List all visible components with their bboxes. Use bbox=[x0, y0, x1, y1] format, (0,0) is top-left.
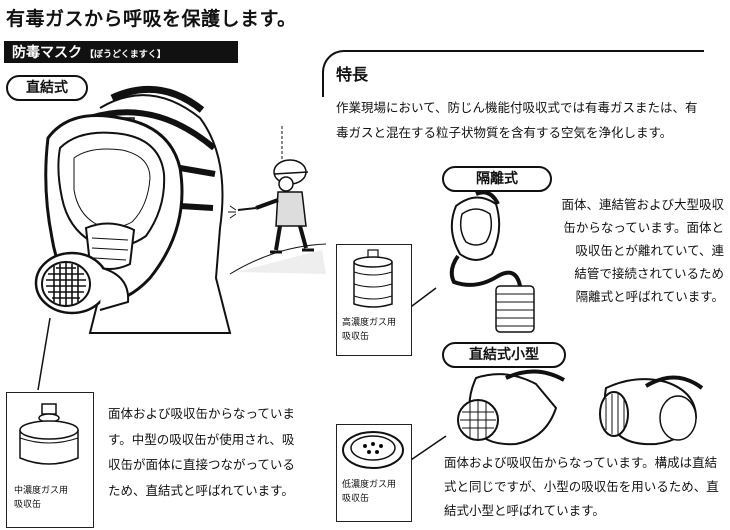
direct-small-type-label: 直結式小型 bbox=[442, 342, 566, 368]
separated-line-4: 結管で接続されているため bbox=[574, 266, 724, 281]
canister-icon bbox=[353, 249, 393, 308]
separated-mask-illustration bbox=[449, 190, 535, 333]
medium-canister-label-1: 中濃度ガス用 bbox=[14, 486, 69, 496]
half-mask-illustration bbox=[457, 369, 704, 446]
feature-description: 作業現場において、防じん機能付吸収式では有毒ガスまたは、有毒ガスと混在する粒子状… bbox=[336, 100, 698, 140]
high-canister-label-1: 高濃度ガス用 bbox=[342, 318, 397, 328]
section-title: 防毒マスク bbox=[12, 45, 82, 61]
separated-type-label: 隔離式 bbox=[442, 166, 552, 192]
section-title-bar: 防毒マスク【ぼうどくますく】 bbox=[4, 41, 238, 63]
separated-description: 面体、連結管および大型吸収 缶からなっています。面体と 吸収缶とが離れていて、連… bbox=[522, 193, 724, 308]
separated-line-1: 面体、連結管および大型吸収 bbox=[561, 197, 724, 212]
medium-canister-label-2: 吸収缶 bbox=[14, 500, 42, 510]
section-reading: 【ぼうどくますく】 bbox=[85, 50, 166, 60]
canister-icon bbox=[19, 403, 79, 465]
page-headline: 有毒ガスから呼吸を保護します。 bbox=[6, 8, 297, 30]
low-canister-label-1: 低濃度ガス用 bbox=[342, 480, 397, 490]
direct-type-label: 直結式 bbox=[6, 75, 88, 101]
feature-heading: 特長 bbox=[336, 65, 369, 84]
low-canister-label-2: 吸収缶 bbox=[342, 494, 370, 504]
direct-description: 面体および吸収缶からなっています。中型の吸収缶が使用され、吸収缶が面体に直接つな… bbox=[108, 406, 295, 498]
separated-line-5: 隔離式と呼ばれています。 bbox=[575, 289, 724, 304]
feature-frame bbox=[322, 50, 704, 97]
separated-line-3: 吸収缶とが離れていて、連 bbox=[575, 243, 724, 258]
separated-line-2: 缶からなっています。面体と bbox=[563, 220, 724, 235]
worker-spraying-illustration bbox=[228, 126, 327, 275]
canister-icon bbox=[342, 431, 404, 469]
full-face-mask-illustration bbox=[34, 85, 232, 334]
high-canister-label-2: 吸収缶 bbox=[342, 332, 370, 342]
direct-small-description: 面体および吸収缶からなっています。構成は直結式と同じですが、小型の吸収缶を用いる… bbox=[444, 455, 719, 518]
